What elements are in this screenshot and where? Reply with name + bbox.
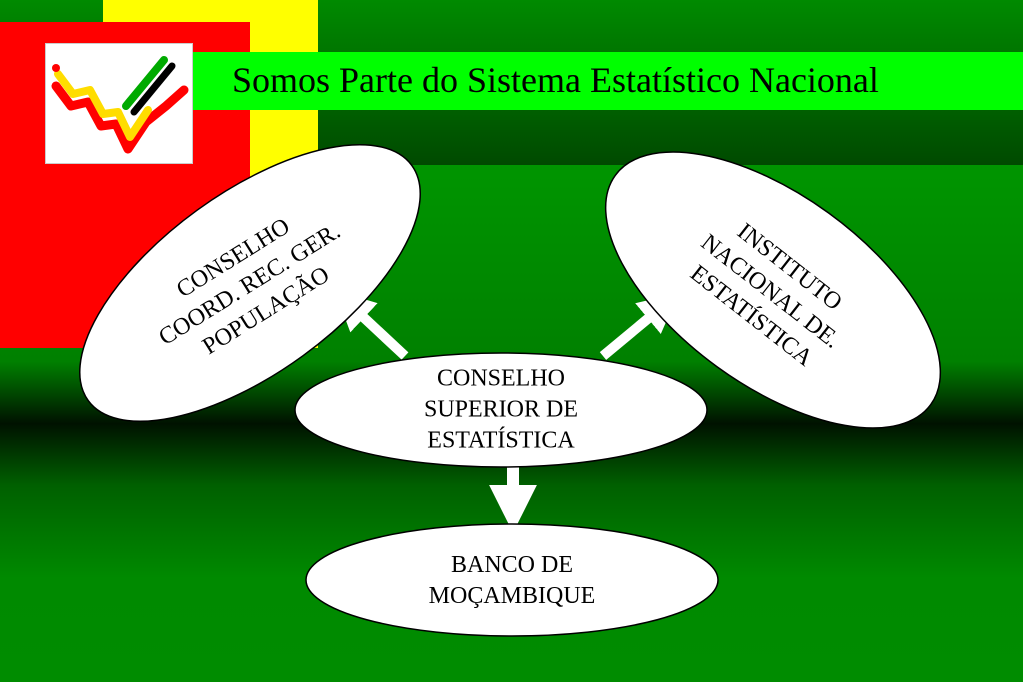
node-bottom-line-2: MOÇAMBIQUE	[428, 583, 596, 609]
node-center-line-3: ESTATÍSTICA	[427, 427, 575, 454]
node-right-ellipse	[604, 151, 942, 429]
node-center-label: CONSELHO SUPERIOR DE ESTATÍSTICA	[424, 364, 578, 457]
title-bar	[193, 52, 1023, 110]
node-left-ellipse	[79, 143, 421, 423]
node-bottom-line-1: BANCO DE	[450, 552, 573, 578]
page-title: Somos Parte do Sistema Estatístico Nacio…	[232, 60, 879, 100]
node-center-ellipse	[294, 352, 708, 468]
node-bottom-label: BANCO DE MOÇAMBIQUE	[429, 550, 596, 612]
node-center-line-2: SUPERIOR DE	[423, 396, 579, 423]
node-bottom-ellipse	[305, 523, 719, 637]
checkmark-chart-logo-icon	[45, 43, 193, 164]
node-center-line-1: CONSELHO	[436, 365, 565, 392]
